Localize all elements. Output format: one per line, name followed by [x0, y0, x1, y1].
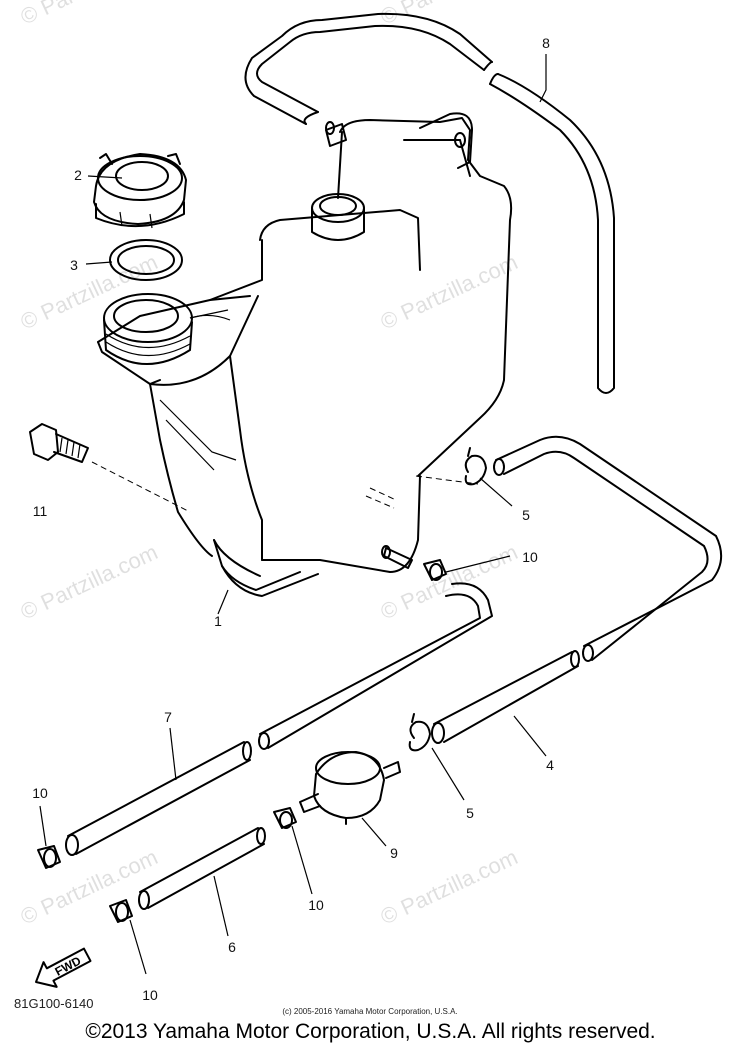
label-part-3: 3 — [70, 257, 78, 273]
part-5-clip-lower — [408, 713, 431, 752]
label-part-10-left: 10 — [32, 785, 48, 801]
label-part-11: 11 — [33, 503, 48, 519]
diagram-code: 81G100-6140 — [14, 996, 94, 1011]
label-part-10-outlet: 10 — [522, 549, 538, 565]
part-5-clip-upper — [464, 447, 487, 486]
watermark-3: © Partzilla.com — [17, 539, 162, 624]
part-8-vent-hose — [244, 12, 615, 394]
part-10-clamps — [37, 807, 297, 923]
part-4-hose-lower — [431, 650, 580, 744]
label-part-8: 8 — [542, 35, 550, 51]
part-9-filter — [299, 751, 401, 825]
part-10-clamp-outlet — [423, 559, 447, 581]
part-2-filler-cap — [93, 153, 187, 229]
leader-lines — [39, 54, 547, 975]
part-7-hose — [65, 741, 252, 856]
label-part-6: 6 — [228, 939, 236, 955]
label-part-4: 4 — [546, 757, 554, 773]
label-part-10-bottom: 10 — [142, 987, 158, 1003]
watermark-7: © Partzilla.com — [17, 0, 162, 30]
part-11-bolt — [29, 423, 89, 463]
label-part-2: 2 — [74, 167, 82, 183]
part-1-oil-tank — [91, 112, 513, 597]
label-part-1: 1 — [214, 613, 222, 629]
watermark-6: © Partzilla.com — [377, 844, 522, 929]
label-part-5-lower: 5 — [466, 805, 474, 821]
label-part-5-upper: 5 — [522, 507, 530, 523]
watermark-5: © Partzilla.com — [17, 844, 162, 929]
fwd-label: FWD — [53, 953, 84, 978]
part-labels: 8 2 3 11 5 10 1 7 4 10 5 9 10 6 10 — [32, 35, 554, 1003]
small-copyright: (c) 2005-2016 Yamaha Motor Corporation, … — [282, 1007, 457, 1016]
label-part-10-mid: 10 — [308, 897, 324, 913]
part-6-hose — [138, 827, 266, 910]
watermark-4: © Partzilla.com — [377, 539, 522, 624]
fwd-arrow: FWD — [35, 947, 92, 988]
part-3-gasket — [109, 239, 183, 281]
label-part-7: 7 — [164, 709, 172, 725]
label-part-9: 9 — [390, 845, 398, 861]
copyright-notice: ©2013 Yamaha Motor Corporation, U.S.A. A… — [85, 1020, 656, 1043]
part-4-hose-upper — [493, 435, 723, 662]
watermark-1: © Partzilla.com — [17, 249, 162, 334]
watermark-2: © Partzilla.com — [377, 249, 522, 334]
outlet-hose — [258, 582, 493, 750]
